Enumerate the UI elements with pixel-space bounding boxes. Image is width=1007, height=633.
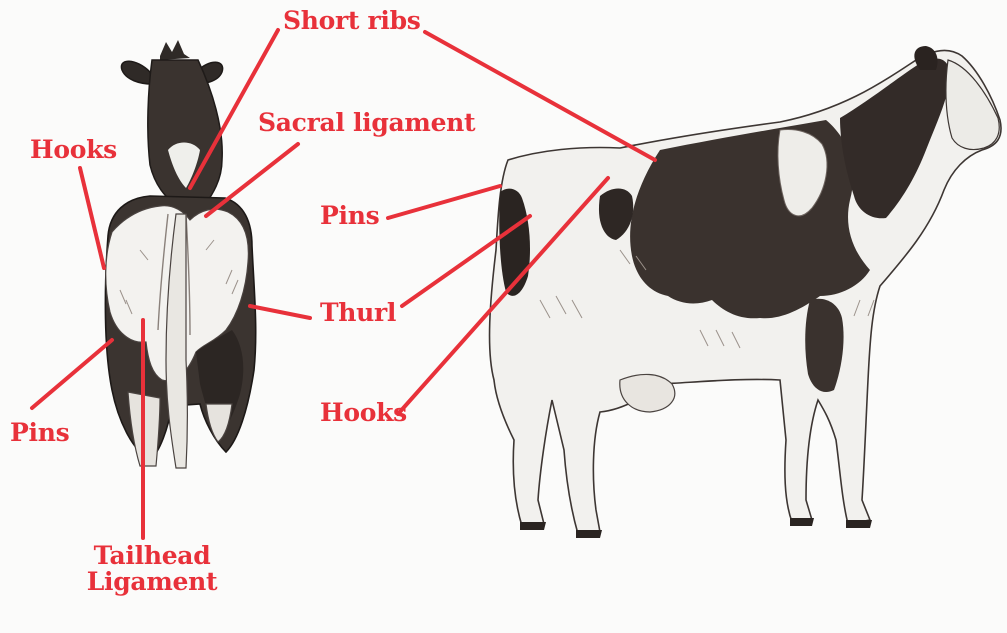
side-cow-dark-barrel (630, 120, 870, 318)
label-thurl: Thurl (320, 300, 396, 326)
rear-cow-poll (160, 40, 190, 60)
label-sacral-ligament: Sacral ligament (258, 110, 475, 136)
label-tailhead-line1: Tailhead (86, 543, 218, 569)
leader-hooks-rear (80, 168, 104, 268)
leader-pins-side (388, 186, 500, 218)
leader-pins-rear (32, 340, 112, 408)
label-pins-side: Pins (320, 203, 379, 229)
rear-view-cow (105, 40, 255, 468)
leader-short-ribs-side (425, 32, 655, 160)
label-pins-rear: Pins (10, 420, 69, 446)
rear-cow-ear-left (121, 61, 152, 84)
label-hooks-side: Hooks (320, 400, 407, 426)
side-cow-udder (620, 374, 675, 412)
label-tailhead-line2: Ligament (86, 569, 218, 595)
side-cow-hooves (520, 518, 872, 538)
label-short-ribs: Short ribs (283, 8, 421, 34)
label-hooks-rear: Hooks (30, 137, 117, 163)
side-view-cow (490, 46, 1002, 538)
leader-thurl-rear (250, 306, 310, 318)
side-cow-ear (914, 46, 937, 70)
label-tailhead-ligament: Tailhead Ligament (86, 543, 218, 596)
